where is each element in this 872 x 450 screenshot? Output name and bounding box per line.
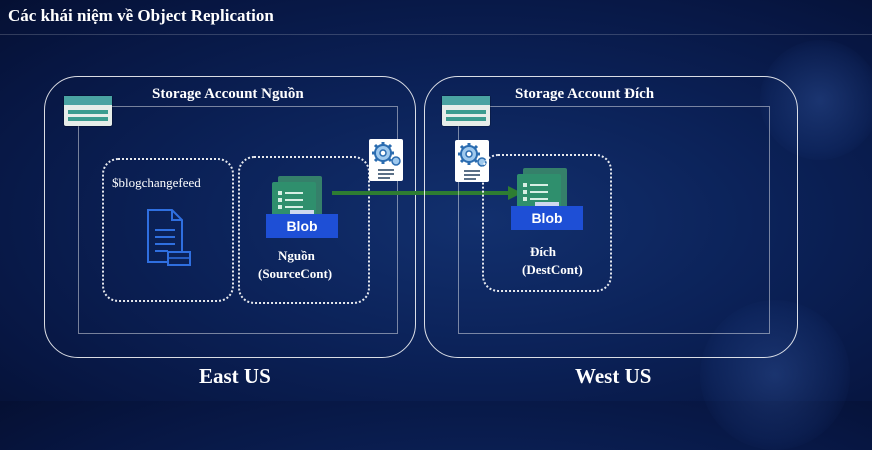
blob-container-icon: Blob bbox=[266, 176, 338, 238]
source-account-label: Storage Account Nguồn bbox=[152, 86, 304, 102]
source-container-label: Nguồn (SourceCont) bbox=[258, 247, 354, 283]
dest-region-label: West US bbox=[575, 364, 652, 388]
changefeed-label: $blogchangefeed bbox=[112, 175, 201, 190]
document-icon bbox=[146, 208, 192, 266]
dest-account-label: Storage Account Đích bbox=[515, 86, 655, 102]
source-region-label: East US bbox=[199, 364, 271, 388]
blob-container-icon: Blob bbox=[511, 168, 583, 230]
source-region-frame bbox=[44, 76, 416, 358]
dest-container bbox=[482, 154, 612, 292]
source-container-name: Nguồn bbox=[278, 248, 315, 263]
dest-container-name: Đích bbox=[530, 244, 556, 259]
dest-container-label: Đích (DestCont) bbox=[504, 243, 600, 279]
source-container-id: (SourceCont) bbox=[258, 266, 333, 281]
source-account-frame bbox=[78, 106, 398, 334]
dest-region-frame bbox=[424, 76, 798, 358]
blob-label: Blob bbox=[531, 210, 563, 226]
slide-title: Các khái niệm về Object Replication bbox=[8, 6, 274, 25]
title-divider bbox=[0, 34, 872, 35]
replication-policy-gear-icon bbox=[369, 139, 403, 181]
blob-label: Blob bbox=[286, 218, 318, 234]
storage-account-icon bbox=[442, 96, 490, 126]
dest-account-frame bbox=[458, 106, 770, 334]
source-container bbox=[238, 156, 370, 304]
changefeed-container bbox=[102, 158, 234, 302]
dest-container-id: (DestCont) bbox=[522, 262, 583, 277]
storage-account-icon bbox=[64, 96, 112, 126]
arrow-right-icon bbox=[332, 185, 522, 200]
